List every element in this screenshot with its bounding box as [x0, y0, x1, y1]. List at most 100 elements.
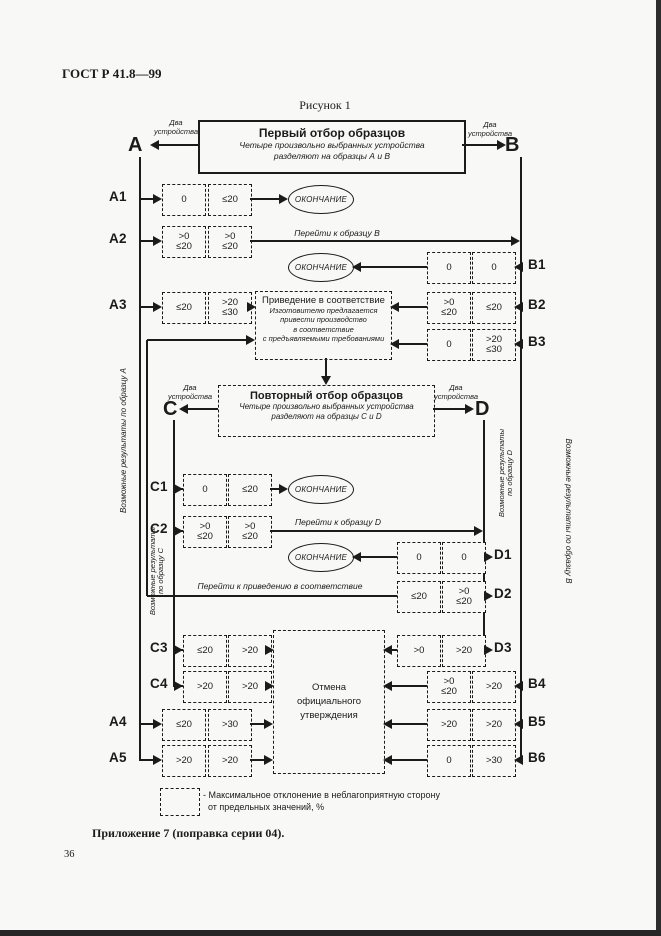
- arrowhead: [352, 552, 361, 562]
- row-a4-label: A4: [109, 714, 127, 729]
- arrowhead: [264, 755, 273, 765]
- connector: [325, 358, 327, 378]
- end-ellipse-c1: ОКОНЧАНИЕ: [288, 475, 354, 504]
- row-b6-box1: 0: [427, 745, 471, 777]
- arrowhead: [153, 236, 162, 246]
- connector: [250, 723, 266, 725]
- arrowhead: [321, 376, 331, 385]
- arrowhead: [265, 645, 274, 655]
- connector: [250, 759, 266, 761]
- branch-letter-a: А: [128, 134, 143, 156]
- row-b1-box2: 0: [472, 252, 516, 284]
- row-c4-box1: >20: [183, 671, 227, 703]
- compliance-return-line: [146, 340, 148, 596]
- connector: [392, 306, 427, 308]
- arrowhead: [474, 526, 483, 536]
- row-b1-box1: 0: [427, 252, 471, 284]
- first-selection-title: Первый отбор образцов: [258, 126, 406, 140]
- row-a5-label: A5: [109, 750, 127, 765]
- connector: [358, 556, 397, 558]
- arrowhead: [264, 719, 273, 729]
- row-c2-label: C2: [150, 521, 168, 536]
- arrowhead: [465, 404, 474, 414]
- end-ellipse-b1: ОКОНЧАНИЕ: [288, 253, 354, 282]
- arrowhead: [153, 719, 162, 729]
- arrowhead: [514, 681, 523, 691]
- connector: [147, 595, 397, 597]
- row-d2-box1: ≤20: [397, 581, 441, 613]
- row-c1-label: C1: [150, 479, 168, 494]
- row-b3-label: B3: [528, 334, 546, 349]
- arrowhead: [174, 526, 183, 536]
- connector: [140, 306, 155, 308]
- arrowhead: [497, 140, 506, 150]
- row-c4-label: C4: [150, 676, 168, 691]
- branch-line-d: [483, 420, 485, 651]
- arrowhead: [153, 302, 162, 312]
- connector: [433, 408, 467, 410]
- appendix-note: Приложение 7 (поправка серии 04).: [92, 826, 285, 840]
- two-devices-note-d: Два устройства: [433, 383, 479, 401]
- connector: [385, 723, 427, 725]
- row-c1-box1: 0: [183, 474, 227, 506]
- page-number: 36: [64, 849, 75, 860]
- row-b4-box2: >20: [472, 671, 516, 703]
- arrowhead: [383, 645, 392, 655]
- arrowhead: [514, 302, 523, 312]
- first-selection-box: Первый отбор образцов Четыре произвольно…: [198, 120, 466, 174]
- two-devices-note-b: Два устройства: [467, 120, 513, 138]
- possible-results-d-label: Возможные результаты по образцу D: [497, 428, 515, 518]
- arrowhead: [383, 681, 392, 691]
- arrowhead: [484, 591, 493, 601]
- branch-letter-b: В: [505, 134, 520, 156]
- arrowhead: [279, 484, 288, 494]
- row-a1-label: A1: [109, 189, 127, 204]
- row-b6-box2: >30: [472, 745, 516, 777]
- branch-letter-c: С: [163, 398, 178, 420]
- cancellation-box: Отмена официального утверждения: [273, 630, 385, 774]
- arrowhead: [390, 339, 399, 349]
- connector: [140, 759, 155, 761]
- arrowhead: [174, 484, 183, 494]
- row-b5-box1: >20: [427, 709, 471, 741]
- connector: [270, 530, 477, 532]
- arrowhead: [514, 755, 523, 765]
- row-b3-box1: 0: [427, 329, 471, 361]
- connector: [385, 685, 427, 687]
- row-a5-box1: >20: [162, 745, 206, 777]
- arrowhead: [279, 194, 288, 204]
- row-a3-box2: >20 ≤30: [208, 292, 252, 324]
- row-b4-label: B4: [528, 676, 546, 691]
- connector: [140, 723, 155, 725]
- arrowhead: [484, 645, 493, 655]
- repeat-selection-box: Повторный отбор образцов Четыре произвол…: [218, 385, 435, 437]
- goto-sample-b-note: Перейти к образцу В: [294, 228, 380, 238]
- row-b2-box1: >0 ≤20: [427, 292, 471, 324]
- row-c3-box2: >20: [228, 635, 272, 667]
- row-c4-box2: >20: [228, 671, 272, 703]
- two-devices-note-a: Два устройства: [153, 118, 199, 136]
- connector: [158, 144, 198, 146]
- repeat-selection-title: Повторный отбор образцов: [249, 390, 404, 402]
- row-a2-label: A2: [109, 231, 127, 246]
- arrowhead: [246, 335, 255, 345]
- connector: [462, 144, 498, 146]
- row-d2-box2: >0 ≤20: [442, 581, 486, 613]
- possible-results-b-label: Возможные результаты по образцу В: [564, 438, 573, 584]
- row-a2-box1: >0 ≤20: [162, 226, 206, 258]
- arrowhead: [514, 339, 523, 349]
- scan-edge-bottom: [0, 930, 661, 936]
- arrowhead: [383, 755, 392, 765]
- row-c2-box2: >0 ≤20: [228, 516, 272, 548]
- row-b5-box2: >20: [472, 709, 516, 741]
- branch-letter-d: D: [475, 398, 490, 420]
- row-d1-box1: 0: [397, 542, 441, 574]
- page-header: ГОСТ Р 41.8—99: [62, 66, 162, 81]
- legend-text: - Максимальное отклонение в неблагоприят…: [203, 790, 440, 813]
- arrowhead: [174, 681, 183, 691]
- connector: [140, 198, 155, 200]
- arrowhead: [247, 302, 256, 312]
- repeat-selection-subtitle: Четыре произвольно выбранных устройства …: [239, 402, 414, 421]
- connector: [358, 266, 427, 268]
